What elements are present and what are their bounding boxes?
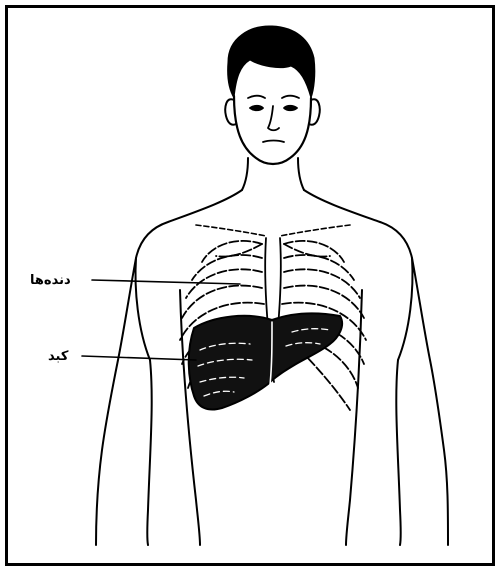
hair <box>228 26 315 98</box>
neck <box>242 158 304 190</box>
ribs-leader-line <box>92 280 240 284</box>
ribs-label: دنده‌ها <box>30 274 71 287</box>
face <box>248 96 299 142</box>
collar-bones <box>196 225 350 236</box>
liver-label: کبد <box>48 350 68 363</box>
liver-leader-line <box>82 356 196 360</box>
